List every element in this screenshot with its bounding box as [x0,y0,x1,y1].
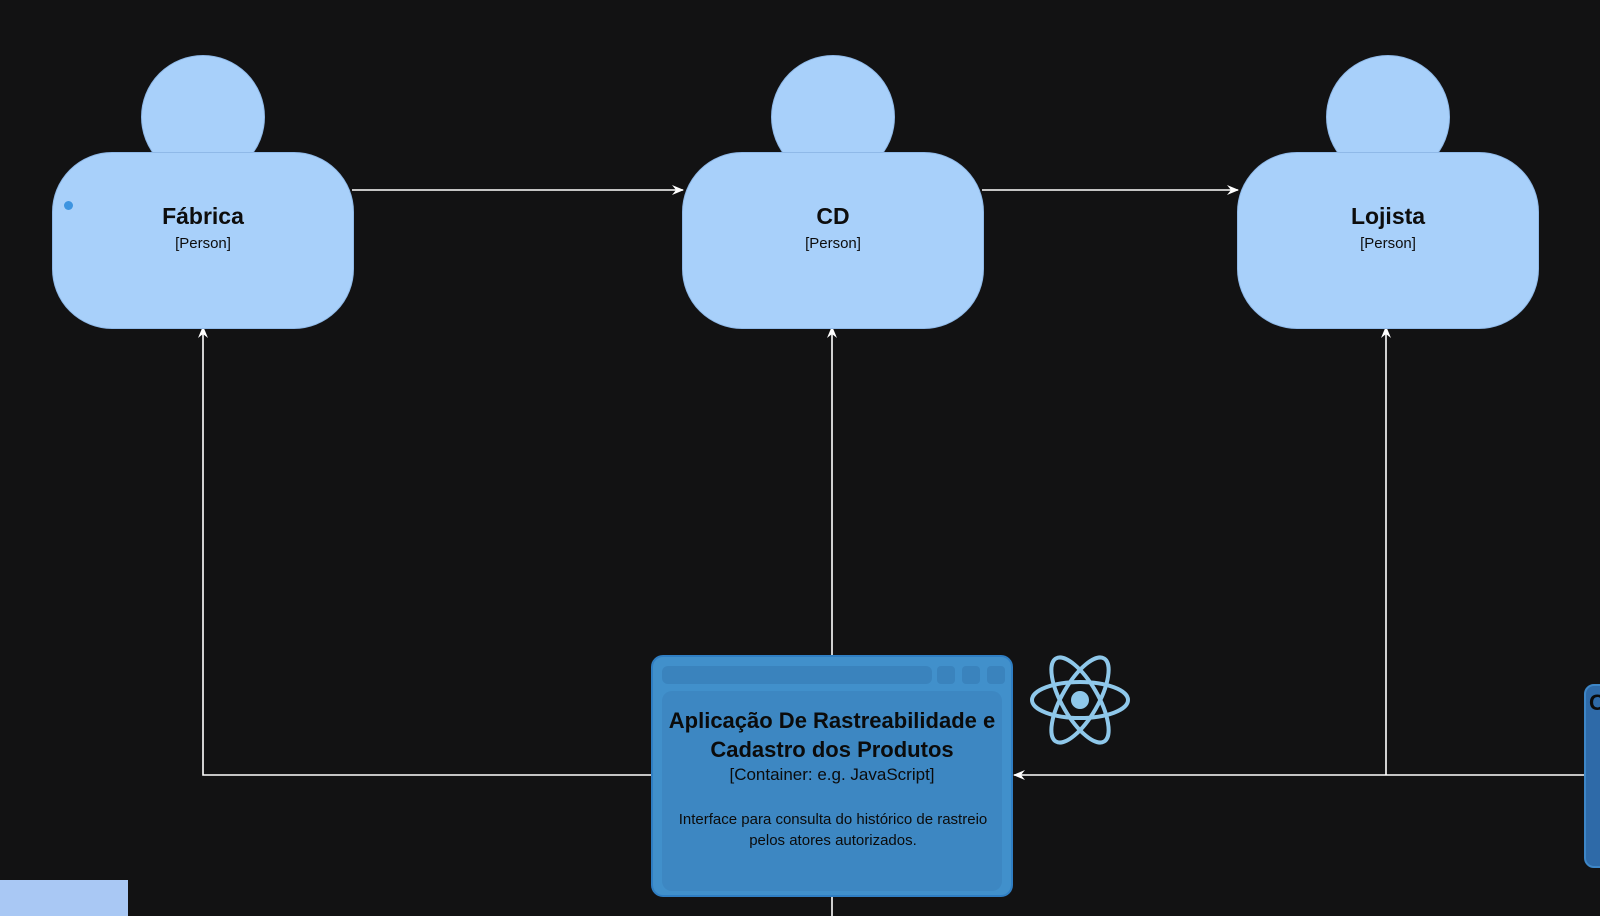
selection-dot[interactable] [64,201,73,210]
person-cd[interactable]: CD [Person] [682,55,984,329]
person-body [682,152,984,329]
partial-container-right[interactable]: C [1584,684,1600,868]
partial-label: C [1589,690,1600,716]
container-technology: [Container: e.g. JavaScript] [729,765,935,784]
person-fabrica[interactable]: Fábrica [Person] [52,55,354,329]
partial-box-bottom-left[interactable] [0,880,128,916]
person-type: [Person] [1360,235,1416,252]
person-body [1237,152,1539,329]
person-name: CD [816,203,850,229]
react-atom-icon [1030,655,1130,745]
container-description: Interface para consulta do histórico de … [678,811,988,849]
container-title: Aplicação De Rastreabilidade e Cadastro … [668,708,996,762]
edge-container-to-fabrica [198,326,651,776]
container-inner-panel [662,691,1002,891]
person-body [52,152,354,329]
window-button [962,666,980,684]
person-type: [Person] [175,235,231,252]
window-button [937,666,955,684]
person-name: Lojista [1350,203,1426,229]
window-button [987,666,1005,684]
person-type: [Person] [805,235,861,252]
container-window-bar [662,666,932,684]
person-lojista[interactable]: Lojista [Person] [1237,55,1539,329]
container-tracking-app[interactable]: Aplicação De Rastreabilidade e Cadastro … [651,655,1013,897]
person-name: Fábrica [162,203,244,229]
